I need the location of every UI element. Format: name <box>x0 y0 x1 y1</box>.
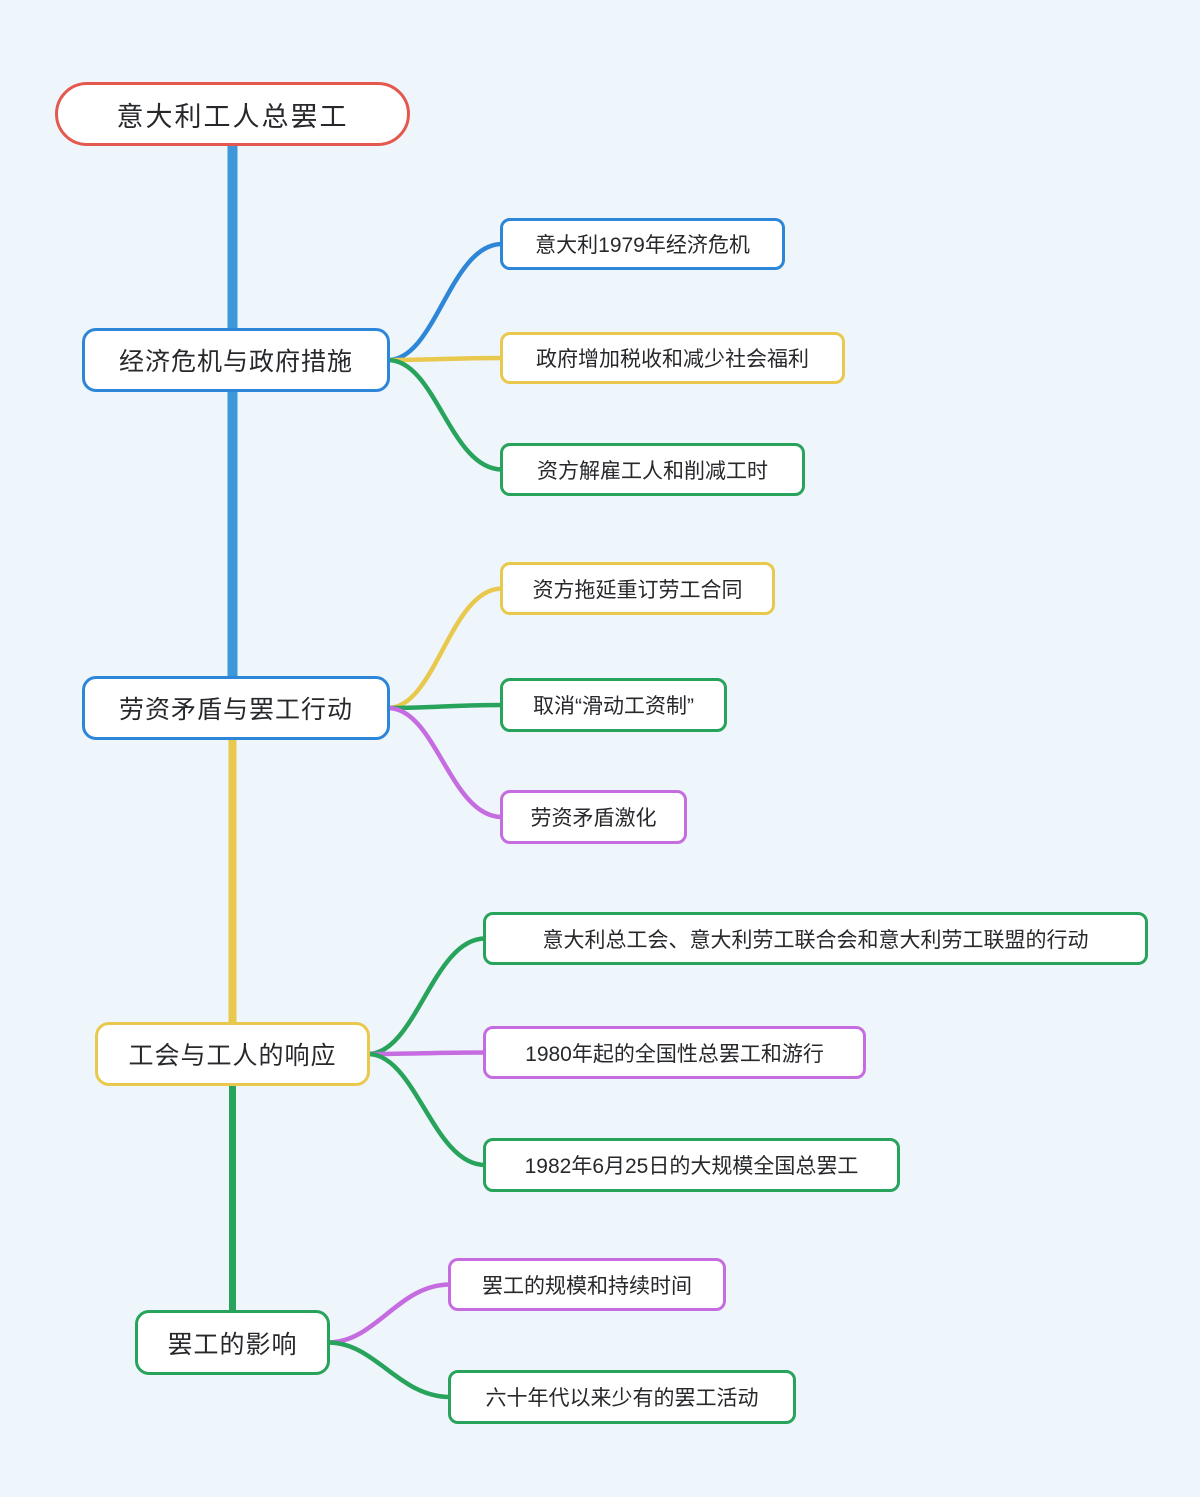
child-node-union-federations-action[interactable]: 意大利总工会、意大利劳工联合会和意大利劳工联盟的行动 <box>483 912 1148 965</box>
branch-node-strike-impact[interactable]: 罢工的影响 <box>135 1310 330 1375</box>
child-node-rare-since-sixties[interactable]: 六十年代以来少有的罢工活动 <box>448 1370 796 1424</box>
edge-branch4-child1 <box>327 1282 451 1345</box>
child-node-scale-and-duration[interactable]: 罢工的规模和持续时间 <box>448 1258 726 1311</box>
child-node-1979-economic-crisis[interactable]: 意大利1979年经济危机 <box>500 218 785 270</box>
edge-branch3-child3 <box>367 1051 486 1168</box>
branch-node-economic-crisis-and-government[interactable]: 经济危机与政府措施 <box>82 328 390 392</box>
child-node-layoffs-and-hour-cuts[interactable]: 资方解雇工人和削减工时 <box>500 443 805 496</box>
child-node-1982-june-25-strike[interactable]: 1982年6月25日的大规模全国总罢工 <box>483 1138 900 1192</box>
edge-branch4-child2 <box>327 1340 451 1400</box>
edge-branch2-child1 <box>387 586 503 711</box>
edge-branch1-child3 <box>387 357 503 472</box>
branch-node-union-and-worker-response[interactable]: 工会与工人的响应 <box>95 1022 370 1086</box>
edge-branch2-child3 <box>387 705 503 820</box>
edge-branch1-child2 <box>387 355 503 363</box>
child-node-taxes-and-welfare-cuts[interactable]: 政府增加税收和减少社会福利 <box>500 332 845 384</box>
branch-node-labor-conflict-and-strike-action[interactable]: 劳资矛盾与罢工行动 <box>82 676 390 740</box>
child-node-sliding-wage-abolished[interactable]: 取消“滑动工资制” <box>500 678 727 732</box>
edge-branch1-child1 <box>387 241 503 363</box>
child-node-1980-national-strikes[interactable]: 1980年起的全国性总罢工和游行 <box>483 1026 866 1079</box>
edge-branch2-child2 <box>387 702 503 711</box>
edge-branch3-child2 <box>367 1050 486 1057</box>
root-node-general-strike[interactable]: 意大利工人总罢工 <box>55 82 410 146</box>
child-node-conflict-intensified[interactable]: 劳资矛盾激化 <box>500 790 687 844</box>
edge-branch3-child1 <box>367 936 486 1057</box>
child-node-contract-renewal-delay[interactable]: 资方拖延重订劳工合同 <box>500 562 775 615</box>
